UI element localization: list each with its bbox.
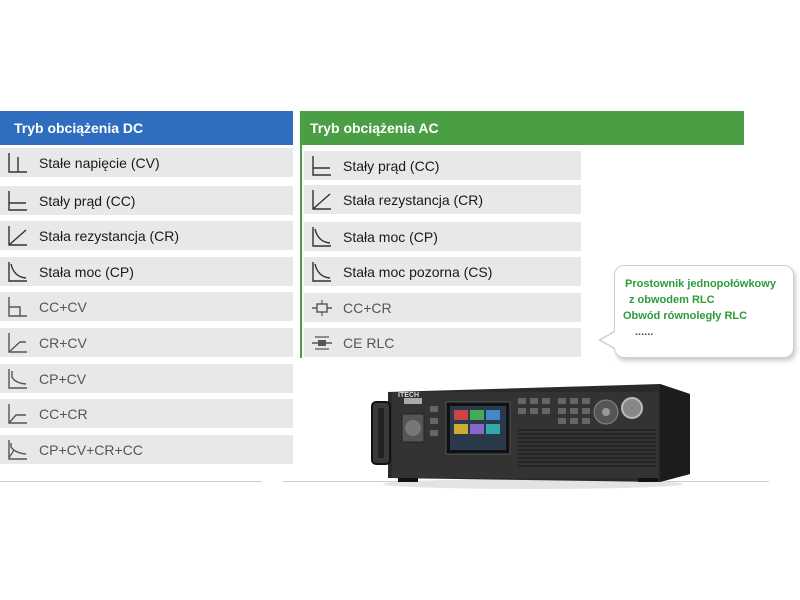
bubble-line: Obwód równoległy RLC — [623, 310, 748, 322]
mode-label: Stały prąd (CC) — [343, 157, 440, 174]
mode-label: CP+CV — [39, 370, 87, 387]
mode-label: CC+CR — [39, 405, 88, 422]
mode-label: CC+CV — [39, 298, 87, 315]
cr-curve-icon — [308, 186, 335, 213]
mode-label: CE RLC — [343, 334, 395, 351]
dc-mode-cc: Stały prąd (CC) — [0, 186, 293, 215]
ac-mode-rlc: CE RLC — [304, 328, 581, 357]
mode-label: Stałe napięcie (CV) — [39, 154, 160, 171]
ac-mode-cp: Stała moc (CP) — [304, 222, 581, 251]
cr-curve-icon — [4, 222, 31, 249]
ac-mode-cr: Stała rezystancja (CR) — [304, 185, 581, 214]
ac-mode-header: Tryb obciążenia AC — [300, 111, 744, 145]
cp-cv-curve-icon — [4, 365, 31, 392]
divider — [0, 481, 262, 482]
cc-cr-curve-icon — [4, 400, 31, 427]
cc-curve-icon — [4, 187, 31, 214]
dc-mode-cv: Stałe napięcie (CV) — [0, 148, 293, 177]
dc-mode-cc-cr: CC+CR — [0, 399, 293, 428]
dc-mode-cp-cv-cr-cc: CP+CV+CR+CC — [0, 435, 293, 464]
mode-label: Stała moc pozorna (CS) — [343, 263, 493, 280]
mode-label: CP+CV+CR+CC — [39, 441, 143, 458]
bubble-line: Prostownik jednopołówkowy — [625, 278, 776, 290]
mode-label: Stała moc (CP) — [39, 263, 134, 280]
ac-mode-cc-cr: CC+CR — [304, 293, 581, 322]
cp-curve-icon — [308, 223, 335, 250]
dc-mode-cp-cv: CP+CV — [0, 364, 293, 393]
bubble-ellipsis: ...... — [635, 326, 654, 338]
mode-label: Stała rezystancja (CR) — [343, 191, 484, 208]
dc-mode-cp: Stała moc (CP) — [0, 257, 293, 286]
dc-mode-cc-cv: CC+CV — [0, 292, 293, 321]
mode-label: CR+CV — [39, 334, 87, 351]
device-brand-label: ITECH — [398, 392, 419, 399]
cs-curve-icon — [308, 258, 335, 285]
rlc-info-bubble: Prostownik jednopołówkowy z obwodem RLC … — [614, 265, 794, 358]
mode-label: Stały prąd (CC) — [39, 192, 136, 209]
divider — [300, 111, 302, 358]
cr-cv-curve-icon — [4, 329, 31, 356]
dc-mode-cr-cv: CR+CV — [0, 328, 293, 357]
cc-curve-icon — [308, 152, 335, 179]
rlc-circuit-icon — [308, 329, 335, 356]
cp-cv-cr-cc-curve-icon — [4, 436, 31, 463]
ac-mode-cc: Stały prąd (CC) — [304, 151, 581, 180]
cc-cr-circuit-icon — [308, 294, 335, 321]
dc-mode-header: Tryb obciążenia DC — [0, 111, 293, 145]
dc-mode-cr: Stała rezystancja (CR) — [0, 221, 293, 250]
electronic-load-device-image: ITECH — [368, 378, 698, 490]
bubble-line: z obwodem RLC — [629, 294, 715, 306]
cp-curve-icon — [4, 258, 31, 285]
bubble-tail-inner — [601, 331, 617, 349]
cc-cv-curve-icon — [4, 293, 31, 320]
cv-curve-icon — [4, 149, 31, 176]
ac-mode-cs: Stała moc pozorna (CS) — [304, 257, 581, 286]
mode-label: Stała moc (CP) — [343, 228, 438, 245]
mode-label: Stała rezystancja (CR) — [39, 227, 180, 244]
mode-label: CC+CR — [343, 299, 392, 316]
